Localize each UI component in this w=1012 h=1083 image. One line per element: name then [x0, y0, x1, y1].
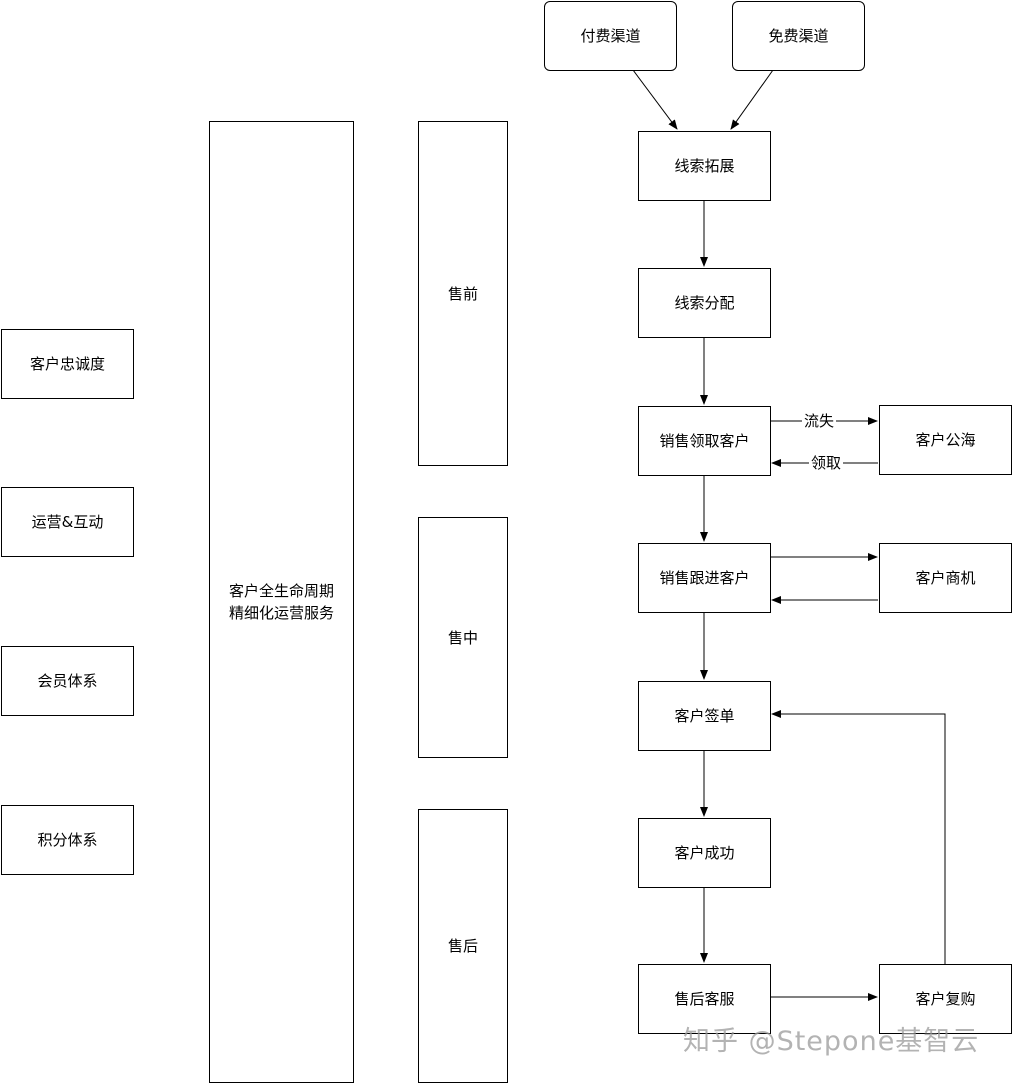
box-lead-expansion: 线索拓展: [638, 131, 771, 201]
box-lead-assignment: 线索分配: [638, 268, 771, 338]
box-customer-loyalty: 客户忠诚度: [1, 329, 134, 399]
box-after-sales-service: 售后客服: [638, 964, 771, 1034]
edge-label-lost: 流失: [802, 412, 837, 430]
box-public-pool: 客户公海: [879, 405, 1012, 475]
box-lifecycle-operation: 客户全生命周期 精细化运营服务: [209, 121, 354, 1083]
box-membership-system: 会员体系: [1, 646, 134, 716]
edge-label-claim: 领取: [809, 454, 844, 472]
box-points-system: 积分体系: [1, 805, 134, 875]
box-stage-pre-sales: 售前: [418, 121, 508, 466]
box-stage-in-sales: 售中: [418, 517, 508, 758]
box-stage-after-sales: 售后: [418, 809, 508, 1083]
arrow-paid-to-lead: [632, 69, 678, 130]
watermark: 知乎 @Stepone基智云: [683, 1026, 980, 1057]
arrow-repurchase-to-sign: [771, 710, 946, 964]
box-free-channel: 免费渠道: [732, 1, 865, 71]
box-customer-repurchase: 客户复购: [879, 964, 1012, 1034]
box-customer-opportunity: 客户商机: [879, 543, 1012, 613]
box-sales-follow-customer: 销售跟进客户: [638, 543, 771, 613]
box-sales-claim-customer: 销售领取客户: [638, 406, 771, 476]
box-customer-sign: 客户签单: [638, 681, 771, 751]
lifecycle-line-1: 客户全生命周期: [228, 582, 334, 600]
lifecycle-line-2: 精细化运营服务: [228, 604, 334, 622]
arrow-free-to-lead: [730, 69, 774, 130]
box-paid-channel: 付费渠道: [544, 1, 677, 71]
box-customer-success: 客户成功: [638, 818, 771, 888]
box-operation-interaction: 运营&互动: [1, 487, 134, 557]
